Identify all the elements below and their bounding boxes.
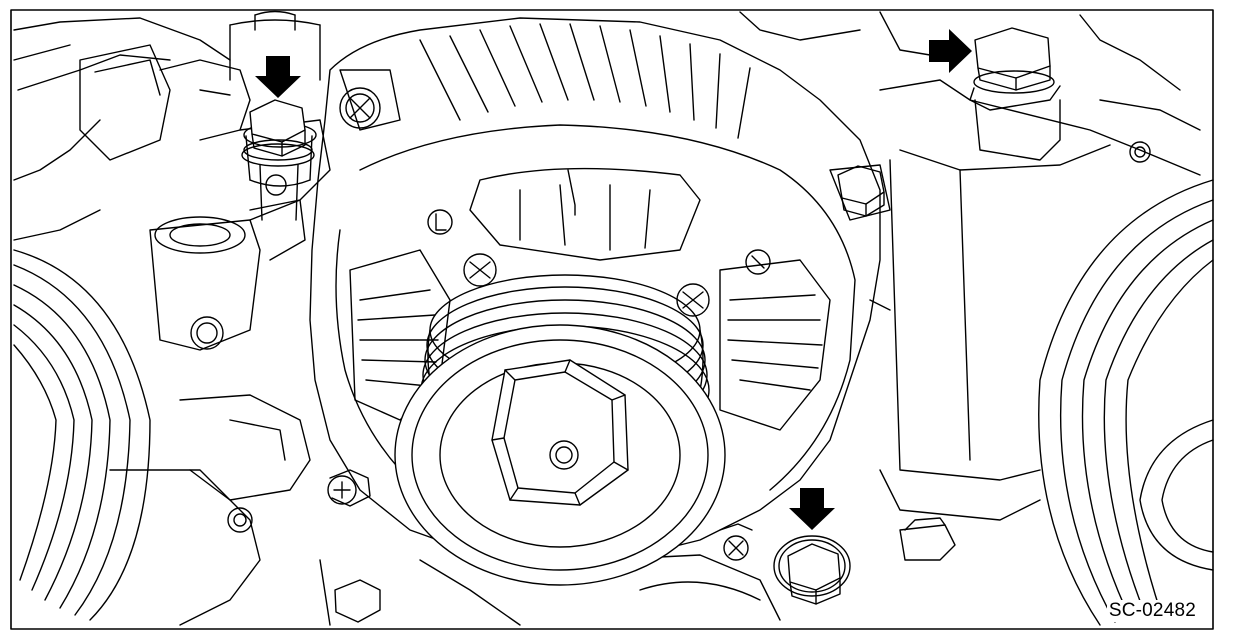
housing-bolt-icon <box>837 165 885 217</box>
figure-code: SC-02482 <box>1106 600 1198 622</box>
bolt-icon <box>773 535 851 605</box>
housing-screws <box>427 209 771 317</box>
arrow-lower-bolt <box>789 488 835 530</box>
bolt-icon <box>241 99 315 221</box>
arrow-upper-right-bolt <box>929 29 972 73</box>
pulley-icon <box>394 274 726 586</box>
alternator-body <box>239 17 891 561</box>
figure-frame <box>10 9 1214 630</box>
right-pulley <box>1038 179 1214 626</box>
base-bolts <box>327 469 753 623</box>
left-pulley <box>13 249 151 621</box>
arrow-upper-left-bolt <box>255 56 301 98</box>
bolt-icon <box>969 27 1061 161</box>
engine-background <box>13 10 1201 626</box>
